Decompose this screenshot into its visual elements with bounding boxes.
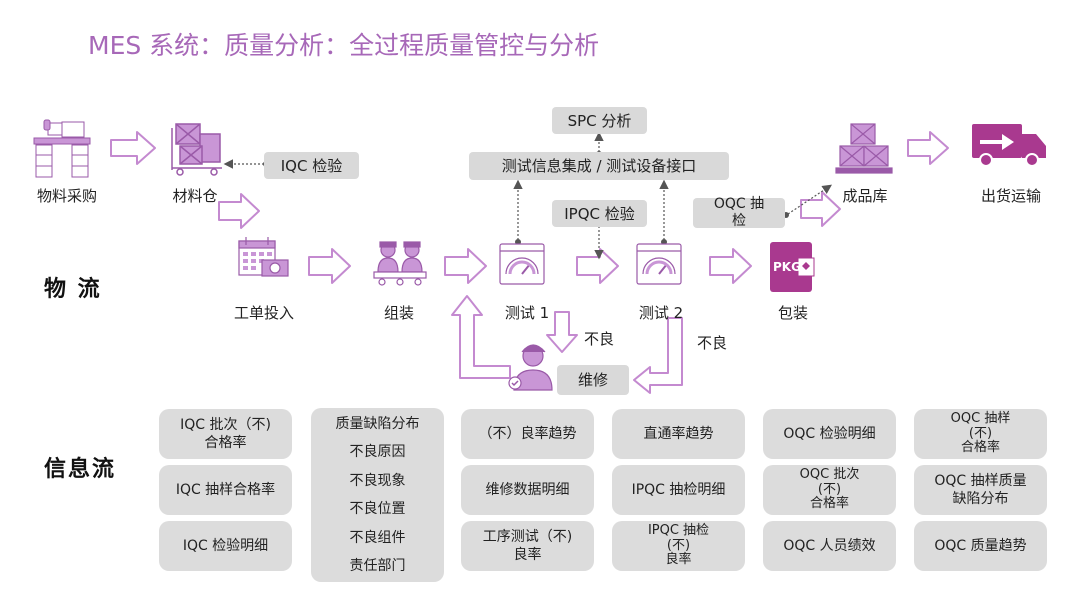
repair-tag: 维修 [557,365,629,395]
list-item: 不良位置 [349,501,406,518]
defect-analysis-list: 质量缺陷分布 不良原因 不良现象 不良位置 不良组件 责任部门 [311,408,444,582]
flow-arrow [444,248,487,284]
info-box: IQC 检验明细 [159,521,292,571]
node-test-2: 测试 2 [638,304,684,322]
ipqc-inspection-tag: IPQC 检验 [552,200,647,227]
info-box: OQC 抽样质量 缺陷分布 [914,465,1047,515]
info-box: 直通率趋势 [612,409,745,459]
node-procurement: 物料采购 [36,187,97,205]
node-shipping: 出货运输 [980,187,1041,205]
flow-arrow [800,191,841,227]
gauge-icon [499,243,545,285]
flow-arrow [308,248,351,284]
info-box: IPQC 抽检明细 [612,465,745,515]
node-material-warehouse: 材料仓 [172,187,218,205]
node-test-1: 测试 1 [504,304,550,322]
list-item: 责任部门 [349,557,406,574]
node-packing: 包装 [777,304,808,322]
desk-icon [33,119,91,178]
list-item: 不良组件 [349,529,406,546]
info-box: IQC 抽样合格率 [159,465,292,515]
material-flow-label: 物 流 [44,277,102,302]
node-work-order: 工单投入 [233,304,294,322]
info-box: （不）良率趋势 [461,409,594,459]
info-box: OQC 检验明细 [763,409,896,459]
spc-analysis-tag: SPC 分析 [552,107,647,134]
list-item: 不良原因 [349,444,406,461]
flow-arrow [576,248,619,284]
flow-arrow [907,131,949,165]
info-box: OQC 批次 (不) 合格率 [763,465,896,515]
info-box: 工序测试（不) 良率 [461,521,594,571]
info-box: OQC 质量趋势 [914,521,1047,571]
rework-arrow [451,295,511,379]
info-box: OQC 人员绩效 [763,521,896,571]
delivery-truck-icon [972,124,1046,167]
info-box: IPQC 抽检 (不) 良率 [612,521,745,571]
defect-label-test2: 不良 [697,334,728,352]
list-item: 不良现象 [349,472,406,489]
flow-arrow [709,248,752,284]
crates-icon [171,123,222,176]
test-integration-tag: 测试信息集成 / 测试设备接口 [469,152,729,180]
defect-arrow-return [633,317,683,394]
pkg-icon-text: PKG [773,260,801,274]
calendar-icon [238,237,289,277]
defect-arrow-down [546,311,578,353]
iqc-inspection-tag: IQC 检验 [264,152,359,179]
repair-worker-icon [508,344,553,391]
gauge-icon [636,243,682,285]
flow-arrow [218,193,260,229]
flow-arrow [110,131,156,165]
node-assembly: 组装 [383,304,414,322]
list-item: 质量缺陷分布 [335,416,420,432]
node-finished-goods: 成品库 [842,187,888,205]
package-icon [770,242,815,292]
info-box: 维修数据明细 [461,465,594,515]
finished-goods-crates-icon [835,123,893,174]
oqc-sampling-tag: OQC 抽 检 [693,196,785,229]
info-box: IQC 批次（不) 合格率 [159,409,292,459]
info-flow-label: 信息流 [44,457,117,482]
assembly-workers-icon [373,241,427,286]
page-title: MES 系统：质量分析：全过程质量管控与分析 [88,31,600,60]
defect-label-test1: 不良 [584,330,615,348]
info-box: OQC 抽样 (不) 合格率 [914,409,1047,459]
